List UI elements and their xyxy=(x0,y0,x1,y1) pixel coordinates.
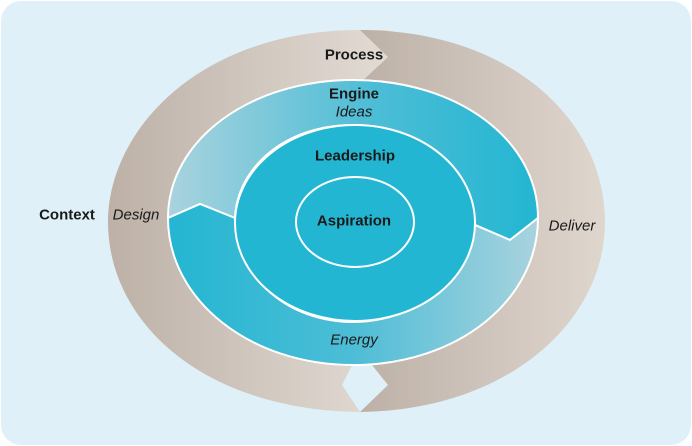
aspiration-label: Aspiration xyxy=(316,212,392,230)
aspiration-circle xyxy=(295,176,415,268)
process-ring-left-half xyxy=(108,30,388,412)
process-ring-right-half xyxy=(360,30,605,412)
context-label: Context xyxy=(39,206,95,224)
engine-label: Engine xyxy=(328,85,380,103)
energy-label: Energy xyxy=(330,331,378,349)
deliver-label: Deliver xyxy=(548,217,596,235)
ideas-label: Ideas xyxy=(335,103,373,121)
design-label: Design xyxy=(112,206,160,224)
process-label: Process xyxy=(324,46,384,64)
leadership-label: Leadership xyxy=(314,147,396,165)
